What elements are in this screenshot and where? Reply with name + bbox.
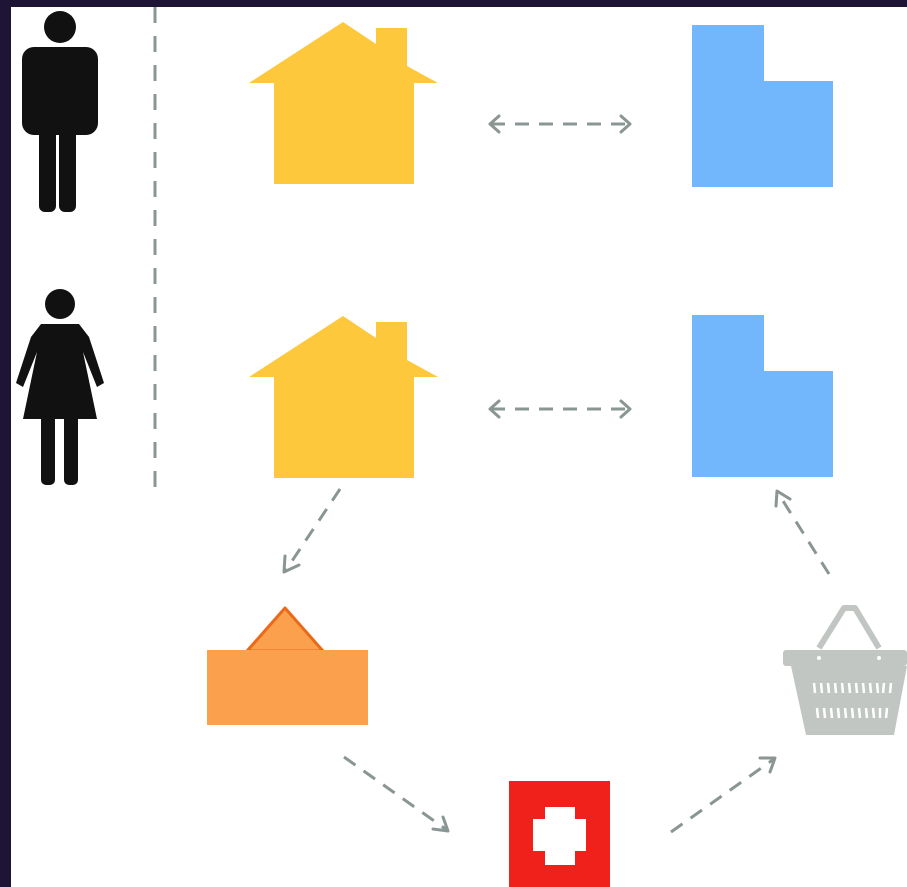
- commute-diagram: [16, 7, 907, 887]
- diagram-canvas: [11, 7, 907, 887]
- shop-to-work-arrow: [774, 489, 831, 575]
- home-house-icon-1: [249, 22, 438, 184]
- school-to-hospital-arrow: [343, 755, 450, 833]
- hospital-to-shop-arrow: [670, 756, 777, 834]
- shopping-basket-icon: [783, 605, 907, 735]
- workplace-building-icon-2: [692, 315, 833, 477]
- home-house-icon-2: [249, 316, 438, 478]
- home-work-arrow-1: [488, 114, 632, 134]
- hospital-cross-icon: [509, 781, 610, 887]
- home-to-school-arrow: [282, 488, 342, 574]
- man-icon: [22, 11, 98, 212]
- home-work-arrow-2: [488, 399, 632, 419]
- workplace-building-icon-1: [692, 25, 833, 187]
- woman-icon: [16, 289, 104, 485]
- school-icon: [207, 606, 368, 725]
